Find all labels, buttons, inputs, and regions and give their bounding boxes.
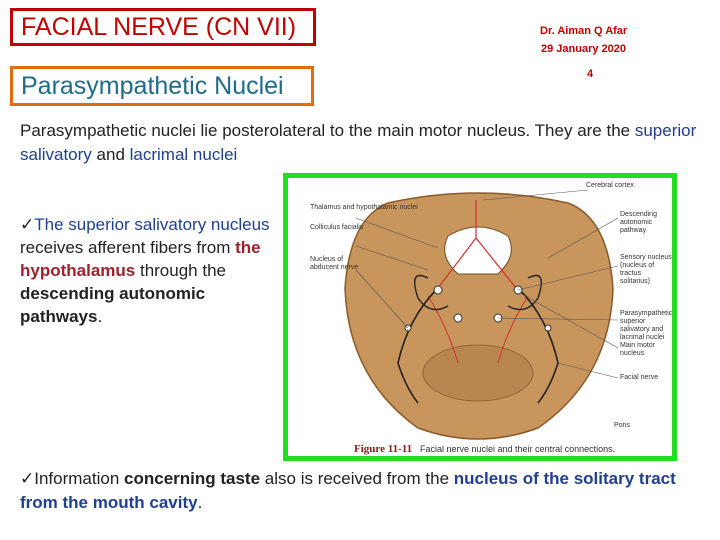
descending-pathway-lines (437, 200, 517, 289)
author-name: Dr. Aiman Q Afar (540, 25, 628, 37)
bullet2-part1: Information (34, 469, 125, 488)
label-colliculus: Colliculus facialis (310, 224, 364, 231)
abducent-nucleus-right (544, 324, 552, 332)
label-descending: Descending autonomic pathway (620, 211, 657, 234)
bullet1-part5: descending autonomic pathways (20, 284, 206, 326)
intro-paragraph: Parasympathetic nuclei lie posterolatera… (20, 119, 720, 167)
fourth-ventricle (444, 226, 512, 275)
checkmark-icon: ✓ (20, 469, 35, 488)
label-facial: Facial nerve (620, 374, 659, 381)
slide-title: FACIAL NERVE (CN VII) (10, 8, 316, 46)
pons-illustration (344, 189, 619, 440)
label-pons: Pons (614, 422, 630, 429)
slide-subtitle: Parasympathetic Nuclei (10, 66, 314, 106)
intro-and: and (91, 145, 130, 164)
genu-loops (414, 274, 542, 311)
presentation-date: 29 January 2020 (541, 43, 627, 55)
label-motor: Main motor nucleus (620, 342, 656, 357)
pontine-nuclei (422, 344, 534, 402)
bullet2-part2: concerning taste (124, 469, 261, 488)
figure-caption-number: Figure 11-11 (354, 443, 413, 455)
label-abducent: Nucleus of abducent nerve (310, 256, 359, 271)
slide-title-text: FACIAL NERVE (CN VII) (21, 12, 297, 41)
slide-subtitle-text: Parasympathetic Nuclei (21, 71, 284, 100)
bullet-taste-information: ✓Information concerning taste also is re… (20, 467, 710, 515)
page-number: 4 (587, 68, 594, 80)
figure-caption-text: Facial nerve nuclei and their central co… (420, 444, 616, 454)
pons-shape (344, 192, 614, 440)
bullet1-part3: the hypothalamus (20, 238, 261, 280)
label-sensory: Sensory nucleus (nucleus of tractus soli… (620, 254, 672, 285)
checkmark-icon: ✓ (20, 215, 35, 234)
motor-nucleus-left (433, 285, 443, 295)
bullet1-part1: The superior salivatory nucleus (34, 215, 270, 234)
label-parasym: Parasympathetic superior salivatory and … (620, 310, 673, 341)
label-thalamus: Thalamus and hypothalamic nuclei (310, 204, 418, 211)
intro-text: Parasympathetic nuclei lie posterolatera… (20, 121, 635, 140)
label-leader-lines (355, 189, 619, 379)
bullet1-part4: through the (135, 261, 226, 280)
salivatory-nucleus-left (453, 313, 463, 323)
bullet2-part3: also is received from the (260, 469, 454, 488)
label-cortex: Cerebral cortex (586, 182, 634, 189)
intro-highlight-lacrimal: lacrimal nuclei (129, 145, 238, 164)
bullet1-part2: receives afferent fibers from (20, 238, 236, 257)
facial-nerve-figure: Thalamus and hypothalamic nuclei Collicu… (283, 173, 677, 461)
afferent-lines (427, 295, 529, 364)
intro-highlight-salivatory: superior salivatory (20, 121, 697, 164)
bullet-superior-salivatory: ✓The superior salivatory nucleus receive… (20, 213, 280, 328)
bullet2-part4: nucleus of the solitary tract from the m… (20, 469, 676, 512)
bullet1-part6: . (97, 307, 103, 326)
bullet2-part5: . (197, 493, 203, 512)
